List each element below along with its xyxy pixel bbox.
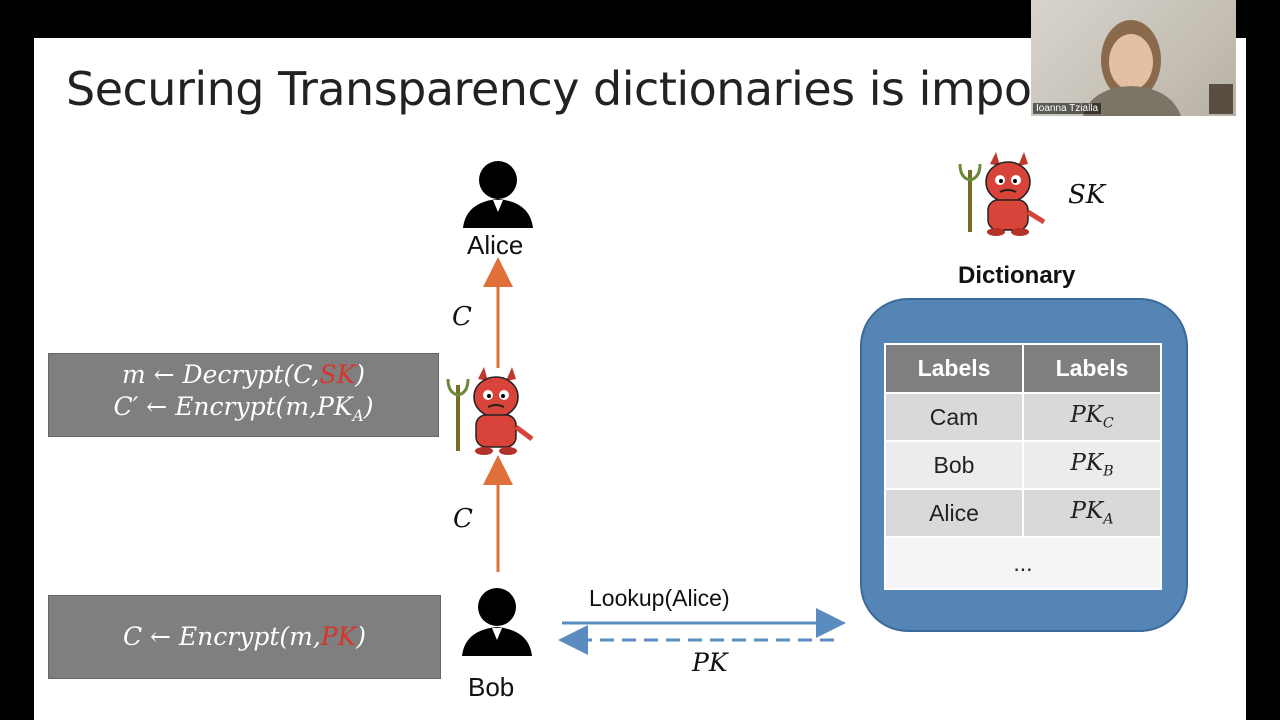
reencrypt-key-subscript: A (352, 406, 364, 425)
lookup-label: Lookup(Alice) (589, 585, 730, 611)
key-subscript: C (1102, 415, 1114, 432)
dictionary-label-cell: Bob (884, 440, 1024, 490)
alice-person-icon (463, 161, 533, 228)
key-subscript: A (1103, 511, 1114, 528)
dictionary-header-cell: Labels (884, 343, 1024, 394)
bob-person-icon (462, 588, 532, 656)
key-text: PK (1070, 498, 1104, 525)
participant-video[interactable]: Ioanna Tzialla (1031, 0, 1236, 116)
dictionary-ellipsis: ... (884, 536, 1162, 590)
encrypt-close: ) (356, 622, 367, 651)
dictionary-key-cell: PKC (1022, 392, 1162, 442)
attacker-operations-box: m ← Decrypt(C,SK) C′ ← Encrypt(m,PKA) (48, 353, 439, 437)
encrypt-line: C ← Encrypt(m,PK) (123, 621, 366, 653)
decrypt-line: m ← Decrypt(C,SK) (122, 359, 365, 391)
dictionary-title: Dictionary (958, 262, 1076, 289)
key-text: PK (1070, 402, 1103, 429)
bob-operations-box: C ← Encrypt(m,PK) (48, 595, 441, 679)
slide-title: Securing Transparency dictionaries is im… (66, 62, 1050, 116)
reencrypt-expression: C′ ← Encrypt(m, (113, 391, 318, 421)
decrypt-expression: m ← Decrypt(C, (121, 359, 320, 389)
dictionary-label-cell: Alice (884, 488, 1024, 538)
secret-key-label: SK (1068, 180, 1106, 210)
participant-name: Ioanna Tzialla (1033, 103, 1102, 114)
dictionary-label-cell: Cam (884, 392, 1024, 442)
dictionary-key-cell: PKA (1022, 488, 1162, 538)
key-subscript: B (1103, 463, 1114, 480)
decrypt-key: SK (319, 359, 356, 389)
key-text: PK (1070, 450, 1104, 477)
encrypt-expression: C ← Encrypt(m, (122, 622, 321, 651)
reencrypt-line: C′ ← Encrypt(m,PKA) (114, 391, 374, 432)
participant-silhouette (1083, 20, 1233, 116)
table-row: Alice PKA (884, 488, 1162, 538)
decrypt-close: ) (355, 359, 366, 389)
reencrypt-close: ) (363, 391, 374, 421)
devil-attacker-icon (446, 367, 534, 455)
devil-dictionary-owner-icon (958, 152, 1046, 236)
encrypt-key: PK (320, 622, 357, 651)
bob-label: Bob (468, 672, 515, 702)
alice-label: Alice (467, 230, 524, 260)
table-row: Cam PKC (884, 392, 1162, 442)
ciphertext-label-lower: C (453, 504, 473, 534)
reencrypt-key: PK (317, 391, 353, 421)
dictionary-table: Labels Labels Cam PKC Bob PKB Alice PKA … (884, 343, 1162, 590)
dictionary-header-row: Labels Labels (884, 343, 1162, 394)
dictionary-key-cell: PKB (1022, 440, 1162, 490)
table-row: ... (884, 536, 1162, 590)
ciphertext-label-upper: C (452, 302, 472, 332)
dictionary-header-cell: Labels (1022, 343, 1162, 394)
pk-response-label: PK (692, 648, 728, 677)
table-row: Bob PKB (884, 440, 1162, 490)
